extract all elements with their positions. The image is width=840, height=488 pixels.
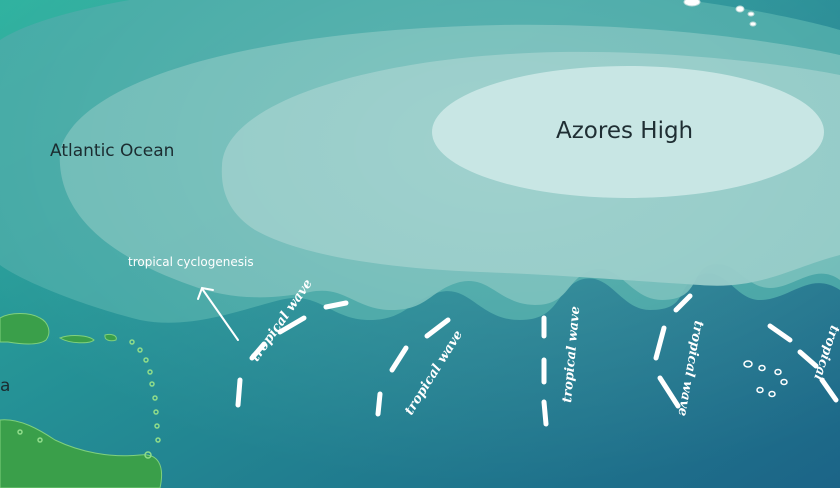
tropical-wave-3-line [541,315,549,427]
tropical-wave-2-line [375,317,451,417]
azores-islands [683,0,757,27]
cape-verde-islands [743,360,788,398]
edge-fragment-label: a [0,376,11,396]
caribbean-land [0,313,163,488]
lesser-antilles [17,339,161,459]
cyclogenesis-label: tropical cyclogenesis [128,255,254,269]
azores-high-label: Azores High [556,118,694,144]
tropical-wave-4-line [653,293,693,409]
tropical-wave-1-line [235,300,349,408]
ocean-label: Atlantic Ocean [50,141,175,161]
azores-high-area [432,66,824,198]
cyclogenesis-arrow [197,286,239,341]
tropical-wave-5-line [767,323,839,403]
